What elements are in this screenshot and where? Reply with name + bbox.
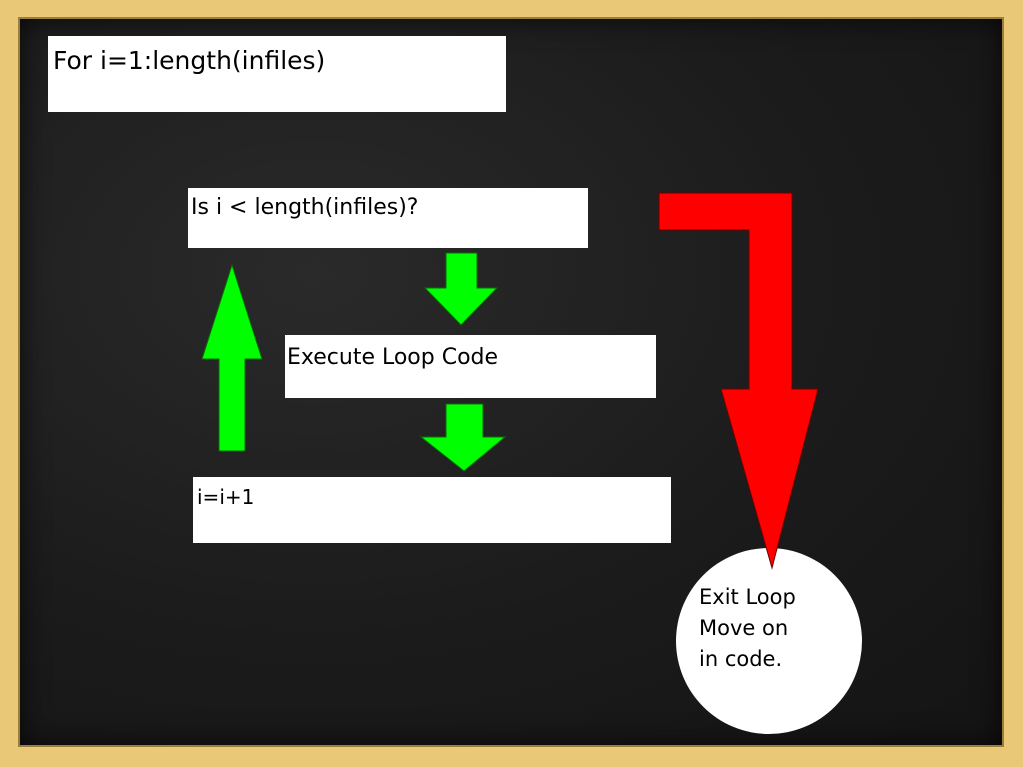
- increment-text: i=i+1: [197, 485, 255, 509]
- red-exit-arrow: [658, 192, 819, 570]
- exit-line-3: in code.: [699, 647, 783, 671]
- for-statement-text: For i=1:length(infiles): [53, 46, 326, 75]
- exit-line-1: Exit Loop: [699, 585, 796, 609]
- increment-box: i=i+1: [193, 477, 671, 543]
- condition-box: Is i < length(infiles)?: [188, 188, 588, 248]
- green-down-arrow-1: [423, 252, 499, 326]
- execute-box: Execute Loop Code: [285, 335, 656, 398]
- green-down-arrow-2: [419, 403, 507, 472]
- green-up-arrow: [201, 263, 263, 452]
- for-statement-box: For i=1:length(infiles): [48, 36, 506, 112]
- execute-text: Execute Loop Code: [287, 345, 499, 370]
- exit-circle: [676, 548, 862, 734]
- condition-text: Is i < length(infiles)?: [191, 195, 419, 220]
- exit-text: Exit Loop Move on in code.: [699, 582, 796, 675]
- exit-line-2: Move on: [699, 616, 789, 640]
